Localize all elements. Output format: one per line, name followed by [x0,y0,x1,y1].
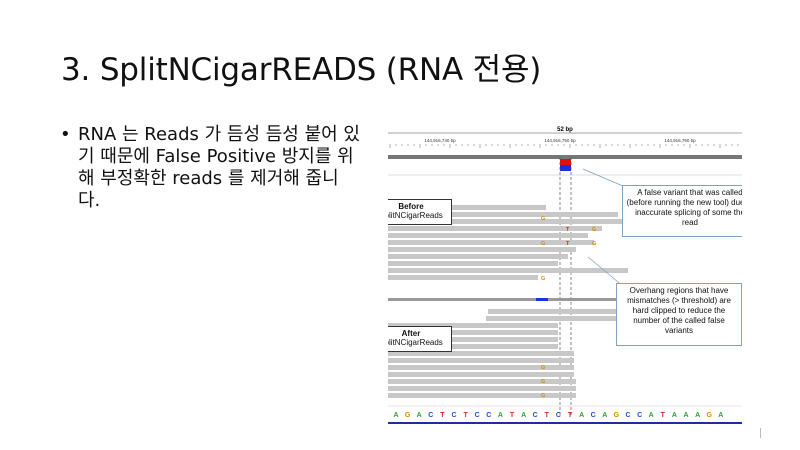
slide-edge-marker [760,428,761,438]
coverage-track [388,155,742,159]
read-after [388,351,574,356]
read-before [388,219,624,224]
sequence-base: A [521,412,526,419]
variant-marker-red [560,159,571,165]
read-after [388,358,574,363]
label-after-title: After [401,329,421,338]
read-before [388,268,628,273]
read-before [388,254,568,259]
sequence-base: T [545,412,550,419]
position-tick-label: 144,916,760 bp [664,138,696,143]
read-after [388,372,574,377]
sequence-base: T [568,412,573,419]
gene-track [388,422,742,424]
sequence-base: A [579,412,584,419]
bp-span-label: 52 bp [557,127,573,133]
mismatch-base: T [566,227,570,233]
callout-overhang-clipping: Overhang regions that have mismatches (>… [616,283,742,346]
igv-figure: 52 bp 144,916,740 bp 144,916,750 bp 144,916… [388,117,742,432]
read-before [388,261,558,266]
sequence-base: C [533,412,538,419]
mismatch-base: G [541,241,545,247]
sequence-base: C [428,412,433,419]
read-before [388,247,576,252]
callout-pointer-bottom [587,256,625,288]
read-before [388,205,546,210]
read-after [388,393,576,398]
read-before [388,240,594,245]
read-after [388,344,558,349]
separator-track [388,298,742,301]
read-after [388,379,576,384]
read-after [388,386,576,391]
bullet-icon: • [60,124,71,145]
position-tick-label: 144,916,740 bp [424,138,456,143]
read-before [388,233,588,238]
sequence-base: T [463,412,468,419]
sequence-base: C [475,412,480,419]
read-after [486,316,620,321]
read-after [388,330,558,335]
read-before [388,226,602,231]
label-after-tool: SplitNCigarReads [388,338,443,347]
mismatch-base: G [592,227,596,233]
label-after: After SplitNCigarReads [388,326,452,352]
separator-variant [536,298,548,301]
sequence-base: A [718,412,723,419]
sequence-base: A [649,412,654,419]
sequence-base: A [417,412,422,419]
igv-track-view: 52 bp 144,916,740 bp 144,916,750 bp 144,916… [388,127,742,424]
read-before [388,275,538,280]
slide-title: 3. SplitNCigarREADS (RNA 전용) [61,52,542,88]
mismatch-base-after: G [541,393,545,399]
sequence-base: C [625,412,630,419]
mismatch-base: G [541,216,545,222]
sequence-base: C [637,412,642,419]
position-tick-label: 144,916,750 bp [544,138,576,143]
callout-false-variant: A false variant that was called (before … [622,185,742,237]
sequence-base: A [393,412,398,419]
sequence-base: T [661,412,666,419]
read-after [388,323,558,328]
mismatch-base: G [592,241,596,247]
sequence-base: C [486,412,491,419]
sequence-base: A [498,412,503,419]
sequence-base: T [440,412,445,419]
variant-marker-blue [560,165,571,171]
mismatch-base: G [541,276,545,282]
read-after [388,337,558,342]
sequence-base: A [683,412,688,419]
sequence-base: T [510,412,515,419]
sequence-base: C [591,412,596,419]
label-before-tool: SplitNCigarReads [388,211,443,220]
sequence-base: G [706,412,712,419]
sequence-base: A [672,412,677,419]
sequence-base: A [602,412,607,419]
bullet-text: RNA 는 Reads 가 듬성 듬성 붙어 있기 때문에 False Posi… [78,124,360,211]
sequence-base: C [556,412,561,419]
read-after [488,309,620,314]
label-before-title: Before [398,202,424,211]
mismatch-base: T [566,241,570,247]
mismatch-base-after: G [541,379,545,385]
mismatch-base-after: G [541,365,545,371]
sequence-base: G [405,412,411,419]
sequence-base: A [695,412,700,419]
bullet-list: • RNA 는 Reads 가 듬성 듬성 붙어 있기 때문에 False Po… [60,124,360,212]
sequence-base: G [614,412,620,419]
read-before [388,212,618,217]
read-after [388,365,574,370]
sequence-base: C [451,412,456,419]
label-before: Before SplitNCigarReads [388,199,452,225]
